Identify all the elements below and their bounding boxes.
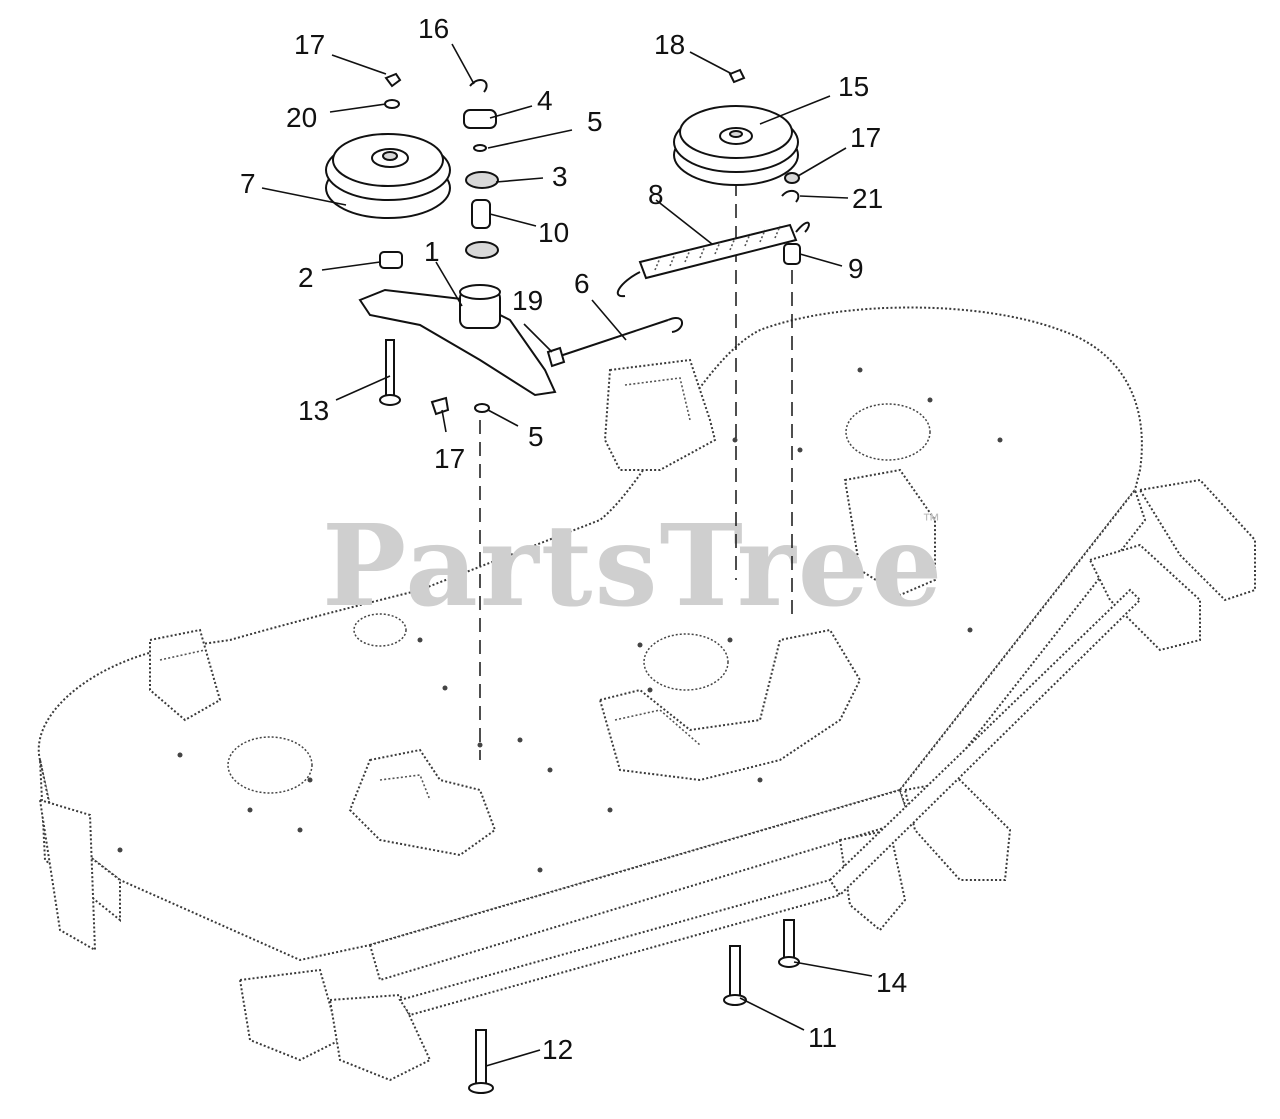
watermark-text: PartsTree [322, 501, 944, 632]
callout-4: 4 [537, 85, 553, 116]
front-left-bracket [238, 968, 342, 1062]
nut-17-top [384, 72, 402, 88]
spring-8 [616, 221, 810, 298]
center-bracket-detail [379, 774, 431, 801]
bearing-3 [465, 171, 499, 189]
nut-17-right [784, 172, 800, 184]
nut-17-lower [430, 396, 450, 416]
washer-20 [384, 99, 400, 109]
callout-21: 21 [852, 183, 883, 214]
callout-3: 3 [552, 161, 568, 192]
callout-15: 15 [838, 71, 869, 102]
spacer-9 [783, 243, 801, 265]
callout-5-top: 5 [587, 106, 603, 137]
left-chute [38, 798, 97, 952]
watermark-trademark: ™ [922, 510, 940, 530]
callout-17-top: 17 [294, 29, 325, 60]
right-spindle-hole [845, 403, 931, 461]
callout-labels: 17 20 7 2 13 17 16 4 5 3 10 1 19 6 5 18 … [240, 13, 907, 1065]
alignment-lines [479, 160, 793, 760]
left-spindle-housing-detail [159, 649, 206, 661]
rear-mount-bracket-detail [624, 377, 691, 421]
mower-deck [37, 306, 1256, 1082]
pulley-right [673, 105, 799, 186]
deck-rivets [117, 367, 1003, 873]
callout-8: 8 [648, 179, 664, 210]
callout-11: 11 [808, 1022, 837, 1053]
callout-19: 19 [512, 285, 543, 316]
left-spindle-housing [149, 628, 222, 722]
bolt-13 [379, 339, 401, 406]
right-rear-hole [353, 613, 407, 647]
callout-16: 16 [418, 13, 449, 44]
right-mid-bracket [1088, 543, 1201, 652]
center-spindle-frame [598, 628, 862, 782]
callout-7: 7 [240, 168, 256, 199]
right-spindle-bracket [843, 468, 936, 597]
callout-6: 6 [574, 268, 590, 299]
right-rear-bracket [1138, 478, 1256, 602]
idler-pulley-left [325, 133, 451, 219]
rear-mount-bracket [603, 358, 717, 471]
front-rail [398, 878, 842, 1017]
callout-20: 20 [286, 102, 317, 133]
washer-5-lower [474, 403, 490, 413]
deck-right-skirt [898, 487, 1147, 823]
washer-5-top [473, 144, 487, 152]
spacer-4 [463, 109, 497, 129]
center-bracket [348, 748, 497, 857]
callout-12: 12 [542, 1034, 573, 1065]
clip-21 [781, 189, 800, 203]
bolt-11 [723, 945, 747, 1006]
bolt-12 [468, 1029, 494, 1094]
callout-13: 13 [298, 395, 329, 426]
callout-14: 14 [876, 967, 907, 998]
watermark: PartsTree ™ [322, 501, 944, 632]
rod-6 [559, 319, 669, 357]
callout-10: 10 [538, 217, 569, 248]
callout-5-lower: 5 [528, 421, 544, 452]
callout-2: 2 [298, 262, 314, 293]
callout-18: 18 [654, 29, 685, 60]
callout-9: 9 [848, 253, 864, 284]
spacer-2 [379, 251, 403, 269]
callout-17-right: 17 [850, 122, 881, 153]
center-spindle-frame-detail [614, 709, 701, 746]
parts [325, 68, 810, 1094]
nut-19 [546, 346, 566, 368]
bearing-lower [465, 241, 499, 259]
callout-1: 1 [424, 236, 440, 267]
spacer-10 [471, 199, 491, 229]
left-spindle-hole [227, 736, 313, 794]
callout-17-lower: 17 [434, 443, 465, 474]
center-spindle-hole [643, 633, 729, 691]
idler-arm [358, 288, 557, 397]
right-rail [828, 588, 1142, 897]
deck-top-outline [37, 306, 1143, 962]
leader-lines [261, 43, 873, 1067]
rod-6-hook [667, 317, 683, 333]
bolt-14 [778, 919, 800, 968]
nut-18 [728, 68, 746, 84]
front-left-bracket-2 [328, 993, 432, 1082]
